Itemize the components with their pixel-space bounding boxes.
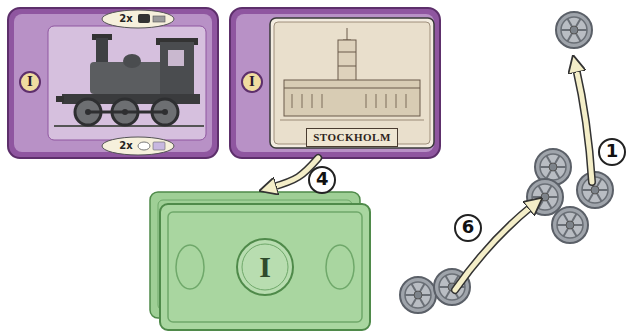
city-name: STOCKHOLM	[306, 128, 398, 147]
callout-number: 1	[598, 138, 626, 166]
cost-count: 2x	[118, 13, 133, 25]
card-level: I	[19, 71, 41, 93]
cost-count: 2x	[118, 140, 133, 152]
locomotive-picture	[54, 34, 204, 126]
money-stack: I	[150, 192, 370, 330]
card-level: I	[241, 71, 263, 93]
wheel-tokens	[400, 12, 613, 313]
move-arrow	[576, 68, 592, 182]
callout-number: 6	[454, 214, 482, 242]
locomotive-card	[8, 8, 218, 158]
callout-number: 4	[308, 166, 336, 194]
locomotive-card: I 2x 2x	[8, 8, 218, 158]
city-card: I STOCKHOLM	[230, 8, 440, 158]
city-card	[230, 8, 440, 158]
money-bills	[150, 192, 370, 330]
city-hall-picture	[280, 28, 424, 120]
money-value: I	[259, 251, 271, 283]
move-arrow	[455, 206, 532, 290]
